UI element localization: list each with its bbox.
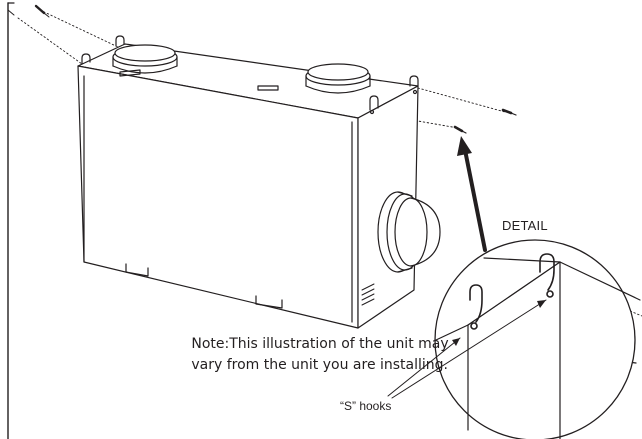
installation-note: Note:This illustration of the unit may v… xyxy=(191,334,448,376)
s-hook-icon xyxy=(469,253,555,330)
s-hook-icon xyxy=(81,53,91,65)
s-hooks-label: “S” hooks xyxy=(340,399,392,413)
detail-callout xyxy=(434,239,641,439)
s-hook-pointer-arrows xyxy=(387,299,547,399)
top-duct-collar-right xyxy=(305,63,371,94)
screw-icon xyxy=(7,9,15,16)
detail-label: DETAIL xyxy=(502,218,548,233)
s-hook-icon xyxy=(115,35,125,47)
side-duct-port xyxy=(377,191,441,273)
note-line-2: vary from the unit you are installing. xyxy=(191,357,449,373)
screw-icon xyxy=(501,108,517,116)
top-duct-collar-left xyxy=(112,44,178,74)
note-line-1: Note:This illustration of the unit may xyxy=(191,336,449,352)
screw-icon xyxy=(34,4,50,18)
screw-icon xyxy=(453,125,467,134)
direction-arrow-icon xyxy=(457,136,487,252)
s-hook-icon xyxy=(369,95,379,115)
s-hook-icon xyxy=(409,75,419,95)
vent-slots xyxy=(361,283,375,306)
